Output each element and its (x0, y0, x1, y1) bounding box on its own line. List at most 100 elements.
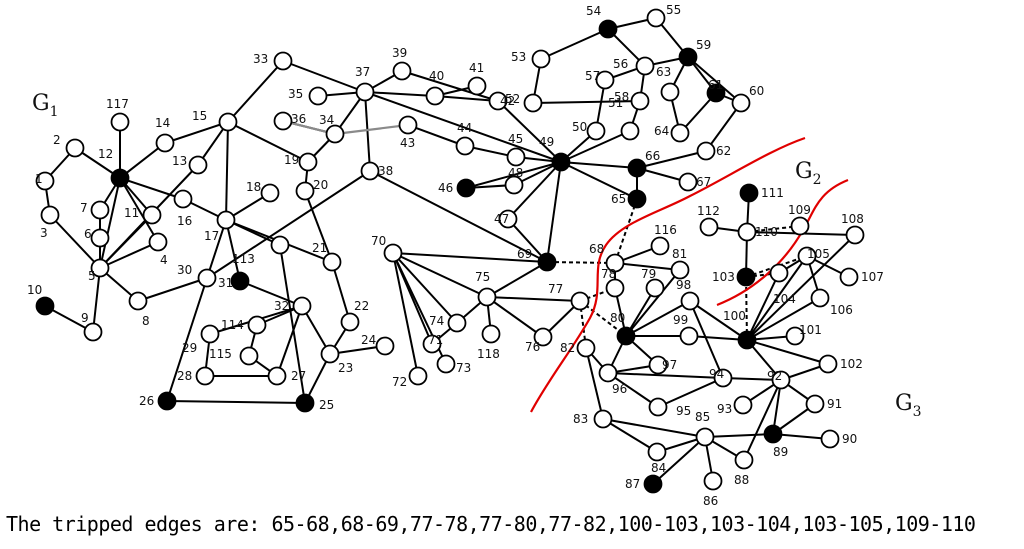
node-label-57: 57 (585, 69, 600, 83)
bus-node-72 (408, 366, 428, 386)
edge-12-16 (119, 177, 184, 200)
bus-node-95 (648, 397, 668, 417)
edge-49-65 (560, 161, 638, 200)
node-label-20: 20 (313, 178, 328, 192)
node-label-79: 79 (641, 267, 656, 281)
edge-92-94 (722, 377, 782, 381)
node-label-9: 9 (81, 311, 89, 325)
bus-node-70 (383, 243, 403, 263)
bus-node-4 (148, 232, 168, 252)
bus-node-45 (506, 147, 526, 167)
node-label-66: 66 (645, 149, 660, 163)
edge-42-49 (497, 100, 562, 163)
node-label-91: 91 (827, 397, 842, 411)
bus-node-68 (605, 253, 625, 273)
edge-31-32 (239, 280, 303, 307)
bus-node-11 (142, 205, 162, 225)
bus-node-85 (695, 427, 715, 447)
edge-3-5 (49, 214, 101, 269)
generator-node-100 (737, 330, 757, 350)
edge-94-98 (689, 300, 724, 379)
generator-node-25 (295, 393, 315, 413)
node-label-71: 71 (428, 333, 443, 347)
generator-node-31 (230, 271, 250, 291)
group-label-g3: G3 (895, 391, 922, 420)
generator-node-87 (643, 474, 663, 494)
node-label-23: 23 (338, 361, 353, 375)
bus-node-86 (703, 471, 723, 491)
generator-node-66 (627, 158, 647, 178)
bus-node-109 (790, 216, 810, 236)
bus-node-17 (216, 210, 236, 230)
node-label-24: 24 (361, 333, 376, 347)
bus-node-104 (769, 263, 789, 283)
edge-60-62 (705, 102, 742, 152)
edge-14-15 (164, 121, 229, 144)
group-subscript-g3: 3 (913, 404, 922, 420)
edge-39-42 (401, 70, 499, 102)
node-label-113: 113 (232, 252, 255, 266)
bus-node-94 (713, 368, 733, 388)
node-label-111: 111 (761, 186, 784, 200)
highlight-edge-34-43 (334, 123, 409, 136)
bus-node-73 (436, 354, 456, 374)
bus-node-9 (83, 322, 103, 342)
bus-node-90 (820, 429, 840, 449)
node-label-17: 17 (204, 229, 219, 243)
edge-83-85 (602, 418, 706, 438)
bus-node-118 (481, 324, 501, 344)
node-label-38: 38 (378, 164, 393, 178)
node-label-35: 35 (288, 87, 303, 101)
edge-113-25 (279, 244, 306, 404)
generator-node-10 (35, 296, 55, 316)
bus-node-62 (696, 141, 716, 161)
bus-node-63 (660, 82, 680, 102)
node-label-105: 105 (807, 247, 830, 261)
node-label-61: 61 (708, 78, 723, 92)
node-label-50: 50 (572, 120, 587, 134)
edge-69-70 (392, 252, 548, 263)
bus-node-28 (195, 366, 215, 386)
bus-node-101 (785, 326, 805, 346)
node-label-49: 49 (539, 135, 554, 149)
edge-32-27 (276, 305, 303, 377)
node-label-37: 37 (355, 65, 370, 79)
bus-node-56 (635, 56, 655, 76)
bus-node-110 (737, 222, 757, 242)
edge-62-66 (636, 150, 707, 169)
edge-88-92 (743, 379, 782, 461)
node-label-64: 64 (654, 124, 669, 138)
group-subscript-g2: 2 (813, 172, 822, 188)
node-label-7: 7 (80, 201, 88, 215)
node-label-55: 55 (666, 3, 681, 17)
bus-node-33 (273, 51, 293, 71)
bus-node-117 (110, 112, 130, 132)
bus-node-34 (325, 124, 345, 144)
bus-node-74 (447, 313, 467, 333)
node-label-62: 62 (716, 144, 731, 158)
node-label-73: 73 (456, 361, 471, 375)
edge-85-87 (652, 436, 706, 485)
group-label-g2: G2 (795, 159, 822, 188)
edge-94-96 (607, 372, 724, 379)
node-label-18: 18 (246, 180, 261, 194)
node-label-76: 76 (525, 340, 540, 354)
edge-30-38 (206, 170, 371, 279)
bus-node-24 (375, 336, 395, 356)
node-label-48: 48 (508, 166, 523, 180)
node-label-5: 5 (88, 269, 96, 283)
node-label-75: 75 (475, 270, 490, 284)
node-label-42: 42 (500, 94, 515, 108)
node-label-26: 26 (139, 394, 154, 408)
edge-59-60 (687, 56, 742, 104)
node-label-109: 109 (788, 203, 811, 217)
bus-node-60 (731, 93, 751, 113)
tripped-edge-68-69 (546, 261, 616, 264)
group-letter-g2: G (795, 159, 813, 184)
edge-75-77 (486, 296, 581, 302)
bus-node-57 (595, 70, 615, 90)
bus-node-92 (771, 370, 791, 390)
bus-node-112 (699, 217, 719, 237)
bus-node-108 (845, 225, 865, 245)
